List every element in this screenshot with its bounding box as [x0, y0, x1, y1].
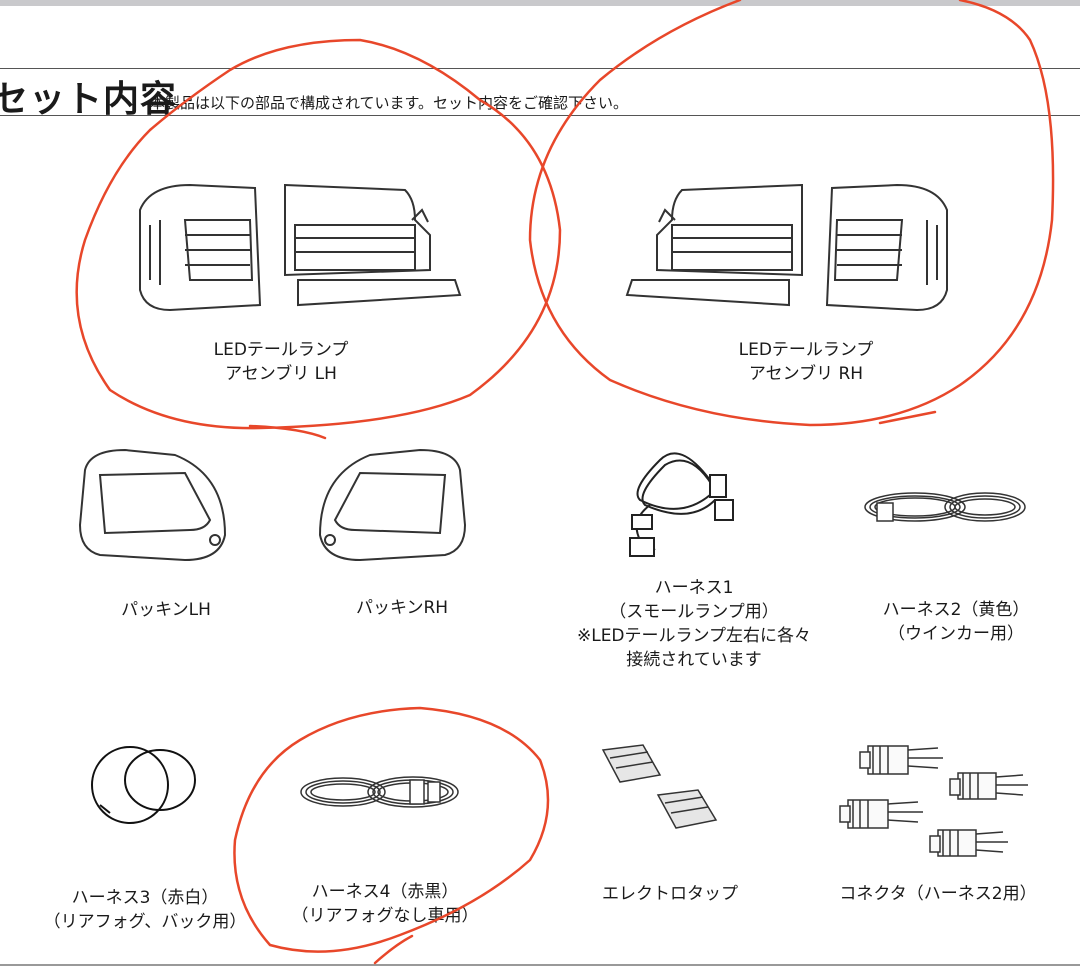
harness3-illustration	[91, 746, 196, 824]
tail-lamp-lh-caption: LEDテールランプ アセンブリ LH	[214, 338, 349, 386]
harness2-caption: ハーネス2（黄色） （ウインカー用）	[883, 598, 1030, 646]
harness2-line1: ハーネス2（黄色）	[882, 600, 1030, 620]
harness1-line4: 接続されています	[626, 650, 762, 670]
packing-lh-illustration	[78, 448, 227, 562]
packing-rh-caption: パッキンRH	[355, 598, 449, 618]
packing-rh-illustration	[318, 448, 467, 562]
harness1-caption: ハーネス1 （スモールランプ用） ※LEDテールランプ左右に各々 接続されていま…	[577, 576, 811, 672]
harness3-line2: （リアフォグ、バック用）	[43, 912, 247, 932]
harness4-line2: （リアフォグなし車用）	[291, 906, 479, 926]
tail-lamp-rh-line1: LEDテールランプ	[738, 340, 874, 360]
harness3-line1: ハーネス3（赤白）	[71, 888, 219, 908]
tail-lamp-rh-illustration	[625, 183, 948, 312]
connector-illustration	[839, 745, 1028, 857]
electrotap-caption: エレクトロタップ	[602, 884, 738, 904]
connector-caption: コネクタ（ハーネス2用）	[839, 884, 1037, 904]
tail-lamp-rh-line2: アセンブリ RH	[748, 364, 864, 384]
harness4-illustration	[300, 776, 459, 808]
harness3-caption: ハーネス3（赤白） （リアフォグ、バック用）	[44, 886, 247, 934]
harness4-line1: ハーネス4（赤黒）	[311, 882, 459, 902]
tail-lamp-lh-line1: LEDテールランプ	[213, 340, 349, 360]
tail-lamp-lh-illustration	[139, 183, 462, 312]
harness1-line2: （スモールランプ用）	[609, 602, 779, 622]
harness2-illustration	[864, 492, 1026, 522]
harness1-illustration	[629, 452, 734, 557]
packing-lh-caption: パッキンLH	[121, 600, 211, 620]
page-subtitle: 本製品は以下の部品で構成されています。セット内容をご確認下さい。	[150, 94, 629, 112]
harness1-line1: ハーネス1	[654, 578, 734, 598]
electrotap-illustration	[601, 744, 718, 829]
harness4-caption: ハーネス4（赤黒） （リアフォグなし車用）	[292, 880, 479, 928]
top-bar	[0, 0, 1080, 6]
bottom-rule	[0, 964, 1080, 966]
tail-lamp-lh-line2: アセンブリ LH	[225, 364, 337, 384]
harness1-line3: ※LEDテールランプ左右に各々	[576, 626, 812, 646]
header-top-rule	[0, 68, 1080, 69]
tail-lamp-rh-caption: LEDテールランプ アセンブリ RH	[739, 338, 874, 386]
harness2-line2: （ウインカー用）	[887, 624, 1024, 644]
